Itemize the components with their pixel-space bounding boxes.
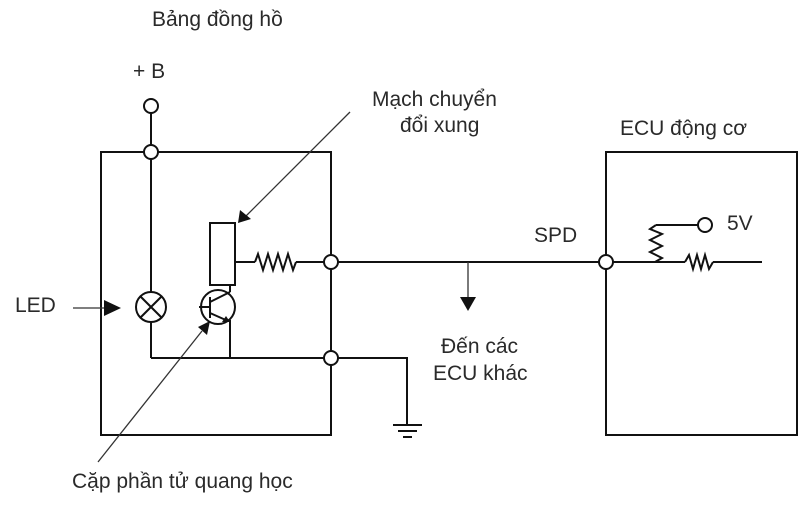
pulse-circuit-label-line1: Mạch chuyển [372,88,497,111]
other-ecu-label-line2: ECU khác [433,362,528,385]
spd-label: SPD [534,224,578,247]
ecu-spd-terminal [598,254,614,270]
ground-icon [393,424,422,438]
phototransistor-icon [199,289,236,325]
spd-output-terminal [323,254,339,270]
pulse-converter-block [209,222,236,286]
led-label: LED [15,294,56,317]
five-v-label: 5V [727,212,753,235]
other-ecu-label-line1: Đến các [441,335,519,358]
panel-title: Bảng đồng hồ [152,8,283,31]
photo-pair-arrow-icon [198,321,210,335]
photo-pair-label: Cặp phần tử quang học [72,470,293,493]
pulse-circuit-arrow-icon [238,210,251,223]
other-ecu-arrow-icon [460,297,476,311]
engine-ecu-box [605,151,798,436]
ground-wire [338,357,408,425]
photo-pair-leader-line [97,330,203,463]
series-resistor-icon [254,250,297,274]
led-lamp-icon [135,291,167,323]
combination-meter-box [100,151,332,436]
plus-b-junction [143,144,159,160]
ecu-series-resistor-icon [684,251,714,273]
plus-b-terminal [143,98,159,114]
pull-up-resistor-icon [647,224,665,263]
five-v-terminal [697,217,713,233]
pulse-circuit-leader-line [244,111,351,218]
pulse-circuit-label-line2: đổi xung [400,114,480,137]
ground-terminal [323,350,339,366]
ecu-title: ECU động cơ [620,117,747,140]
led-arrow-icon [104,300,121,316]
plus-b-label: + B [133,60,166,83]
